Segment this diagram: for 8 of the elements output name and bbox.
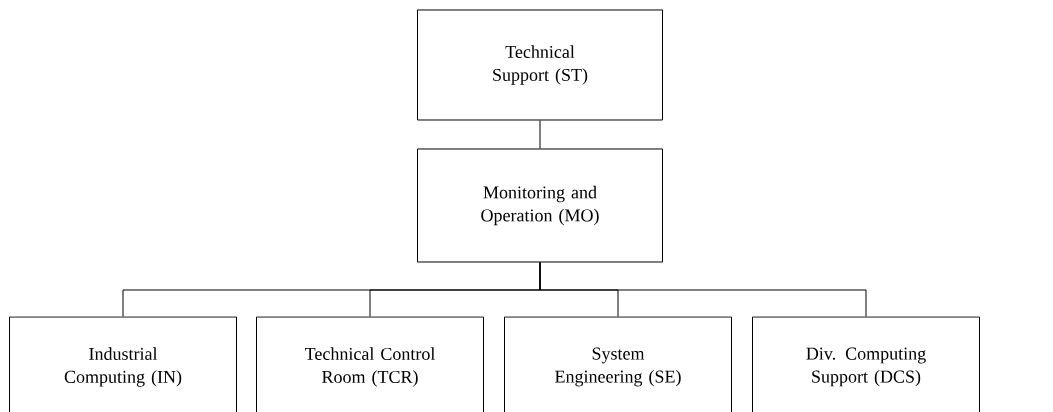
connector-line <box>539 120 541 149</box>
connector-line <box>539 262 867 317</box>
org-box: Industrial Computing (IN) <box>9 316 237 412</box>
org-box: System Engineering (SE) <box>504 316 732 412</box>
org-box: Technical Support (ST) <box>417 9 663 121</box>
org-box: Technical Control Room (TCR) <box>256 316 484 412</box>
org-box: Monitoring and Operation (MO) <box>417 148 663 263</box>
org-box: Div. Computing Support (DCS) <box>752 316 980 412</box>
